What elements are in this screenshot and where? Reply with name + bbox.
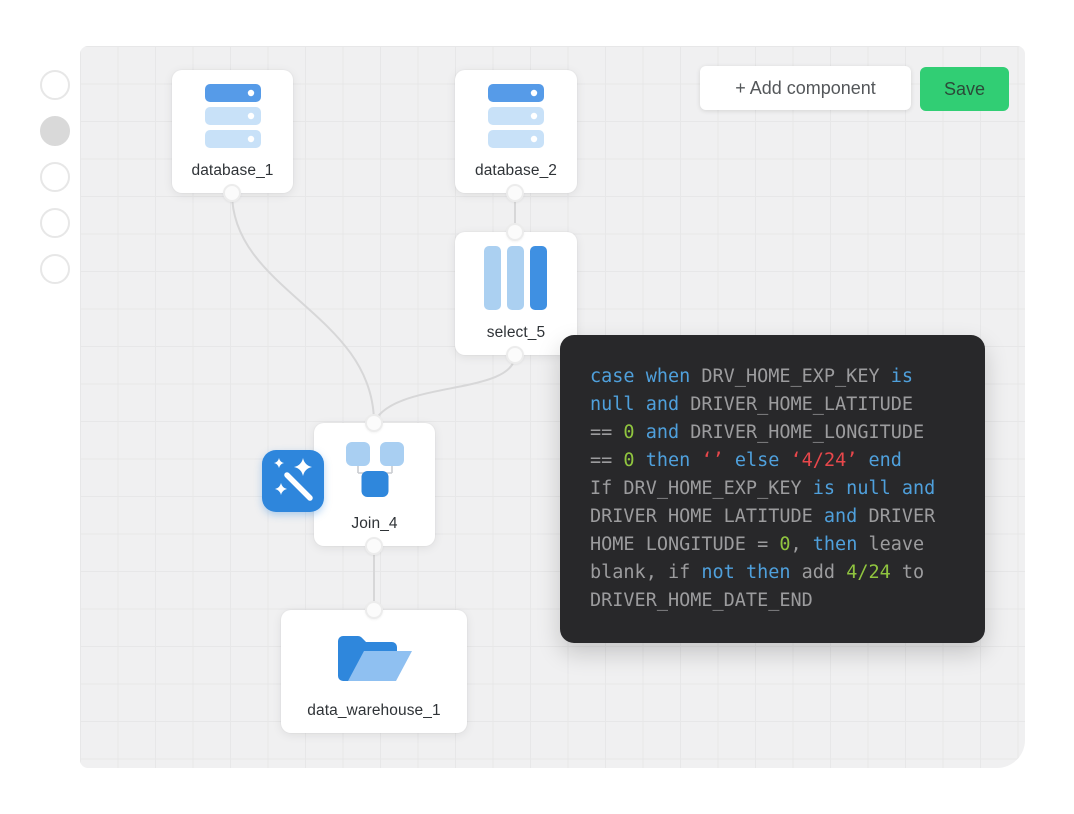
port-select5-in[interactable] [506,223,524,241]
node-label: database_2 [474,162,558,179]
step-dot-active[interactable] [40,116,70,146]
code-line: blank, if not then add 4/24 to [590,562,925,583]
node-select-5[interactable]: select_5 [455,232,577,355]
node-label: Join_4 [351,515,398,532]
node-database-2[interactable]: database_2 [455,70,577,193]
pipeline-canvas[interactable]: database_1 database_2 sele [80,46,1025,768]
code-line: DRIVER_HOME_DATE_END [590,590,813,611]
node-data-warehouse-1[interactable]: data_warehouse_1 [281,610,467,733]
port-warehouse-in[interactable] [365,601,383,619]
port-database2-out[interactable] [506,184,524,202]
code-line: case when DRV_HOME_EXP_KEY is [590,366,914,387]
save-button[interactable]: Save [920,67,1009,111]
database-icon [455,70,577,162]
step-indicator [40,70,70,300]
node-database-1[interactable]: database_1 [172,70,293,193]
node-label: data_warehouse_1 [307,702,441,719]
select-columns-icon [455,232,577,324]
code-line: == 0 and DRIVER_HOME_LONGITUDE [590,422,925,443]
port-join4-in[interactable] [365,414,383,432]
port-database1-out[interactable] [223,184,241,202]
node-label: database_1 [191,162,274,179]
code-line: HOME LONGITUDE = 0, then leave [590,534,925,555]
add-component-button[interactable]: + Add component [700,66,911,110]
step-dot[interactable] [40,208,70,238]
step-dot[interactable] [40,162,70,192]
step-dot[interactable] [40,70,70,100]
edge-select5-join4 [373,354,516,424]
folder-icon [281,610,467,702]
node-join-4[interactable]: Join_4 [314,423,435,546]
code-line: null and DRIVER_HOME_LATITUDE [590,394,914,415]
port-join4-out[interactable] [365,537,383,555]
magic-wand-button[interactable] [262,450,324,512]
code-line: == 0 then ‘’ else ‘4/24’ end [590,450,902,471]
edge-database1-join4 [231,192,375,424]
save-button-label: Save [943,78,986,99]
step-dot[interactable] [40,254,70,284]
code-line: If DRV_HOME_EXP_KEY is null and [590,478,936,499]
join-icon [314,423,435,515]
port-select5-out[interactable] [506,346,524,364]
database-icon [172,70,293,162]
node-label: select_5 [486,324,546,341]
add-component-label: + Add component [735,77,876,98]
magic-wand-icon [274,458,313,501]
expression-tooltip: case when DRV_HOME_EXP_KEY is null and DR… [560,335,985,643]
code-line: DRIVER HOME LATITUDE and DRIVER [590,506,936,527]
